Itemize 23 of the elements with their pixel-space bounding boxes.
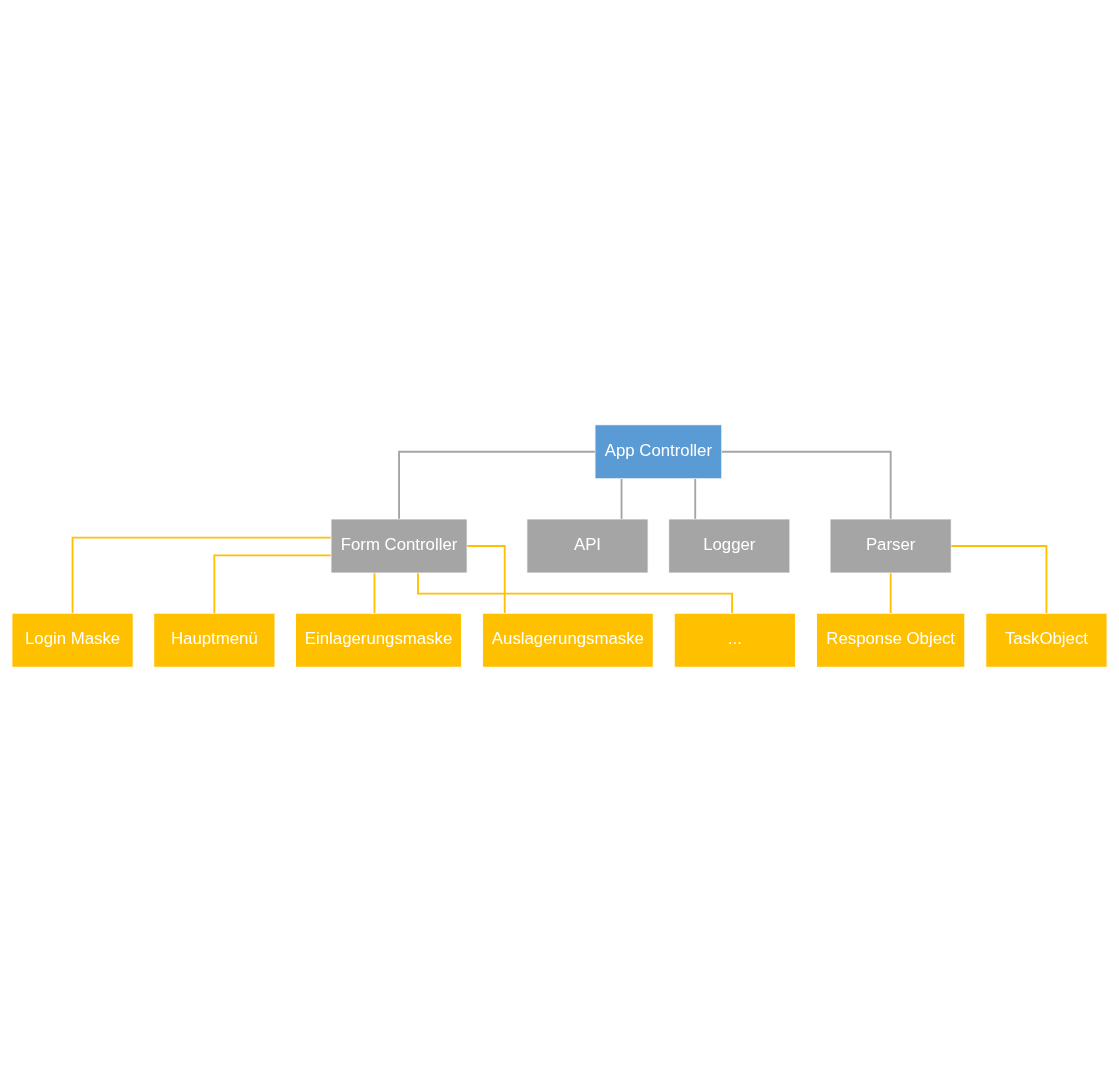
- node-box: Logger: [668, 518, 791, 574]
- connector: [950, 545, 1048, 614]
- connector: [71, 536, 332, 614]
- connector: [398, 450, 596, 520]
- connector: [417, 572, 733, 614]
- connector: [466, 545, 506, 614]
- node-box: Hauptmenü: [153, 612, 276, 668]
- connector: [694, 478, 697, 520]
- node-box: Response Object: [816, 612, 966, 668]
- node-box: Login Maske: [11, 612, 134, 668]
- connector: [720, 450, 892, 520]
- node-box: App Controller: [594, 424, 723, 480]
- node-box: ...: [673, 612, 796, 668]
- connector: [373, 572, 376, 614]
- node-box: Parser: [829, 518, 952, 574]
- connector: [213, 554, 332, 615]
- node-box: Form Controller: [330, 518, 468, 574]
- node-box: API: [526, 518, 649, 574]
- node-box: Auslagerungsmaske: [482, 612, 654, 668]
- connector: [889, 572, 892, 614]
- node-box: TaskObject: [985, 612, 1108, 668]
- node-box: Einlagerungsmaske: [295, 612, 462, 668]
- connector: [620, 478, 623, 520]
